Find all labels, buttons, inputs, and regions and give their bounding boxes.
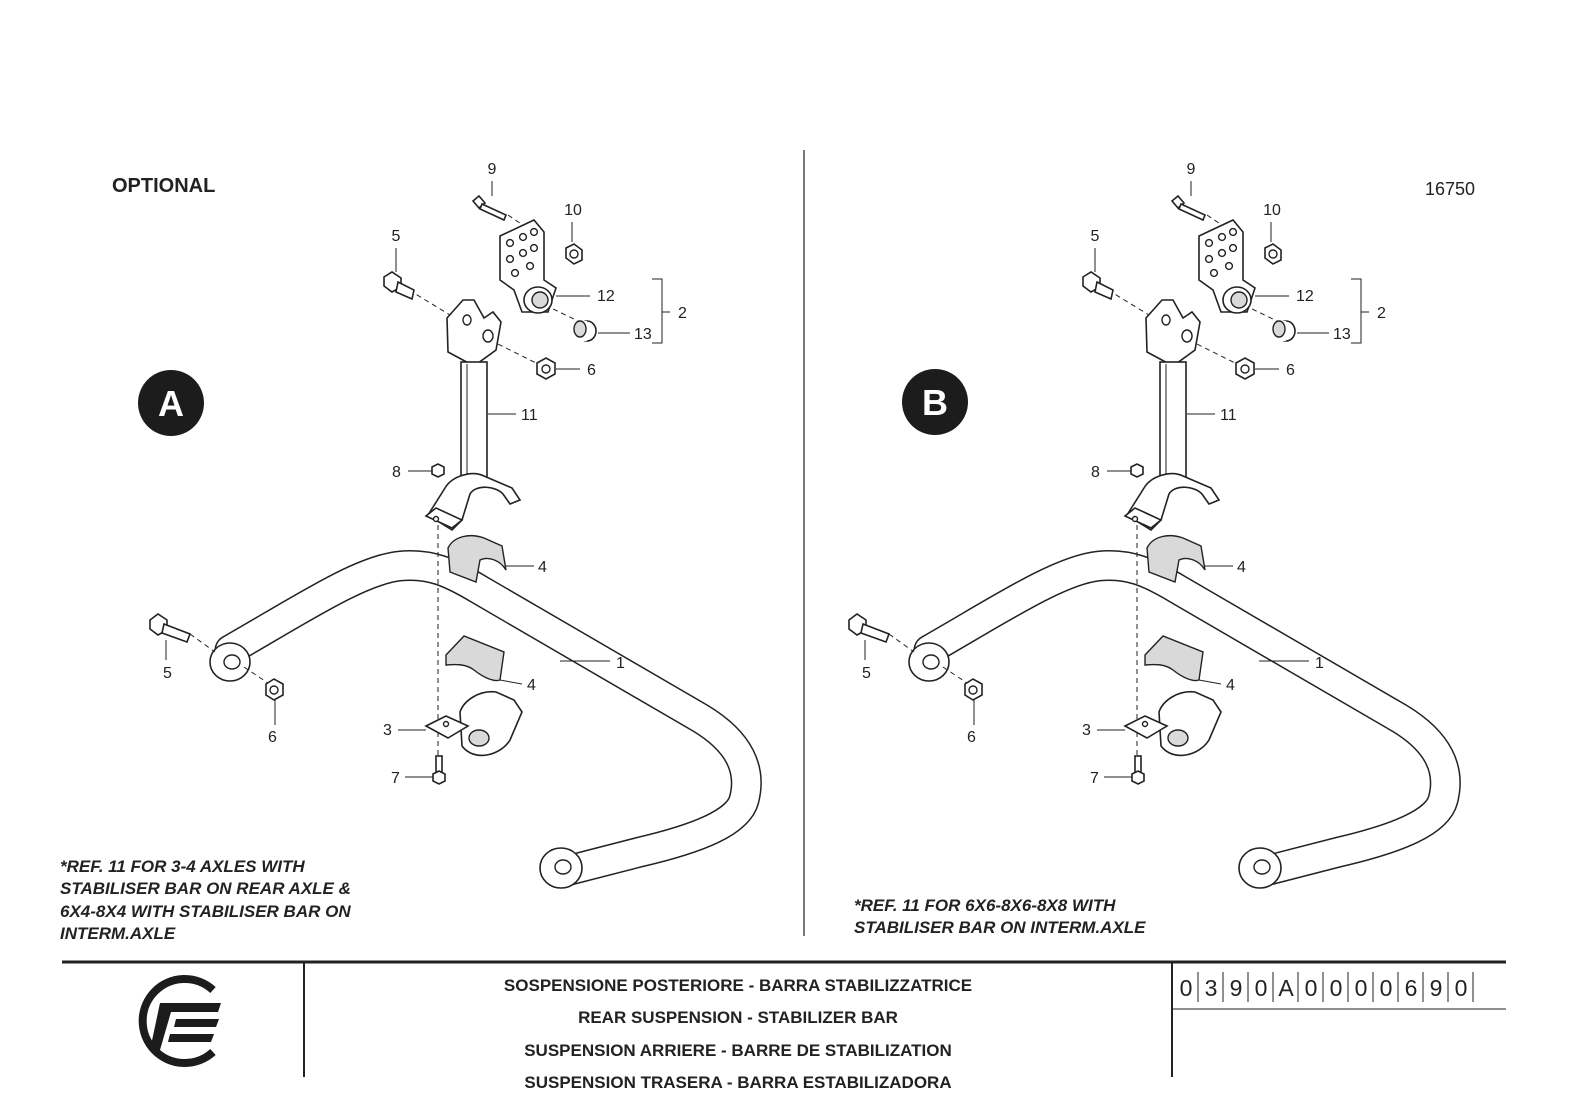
- callout-5-upper: 5: [1091, 228, 1100, 245]
- note-b: *REF. 11 FOR 6X6-8X6-8X8 WITH STABILISER…: [854, 896, 1146, 937]
- callout-10: 10: [564, 202, 582, 219]
- title-italian: SOSPENSIONE POSTERIORE - BARRA STABILIZZ…: [504, 976, 972, 995]
- callout-6-lower: 6: [967, 729, 976, 746]
- code-char: A: [1278, 975, 1294, 1001]
- callout-1: 1: [1315, 655, 1324, 672]
- view-b: B 9 10 5 12 2 13 6 11 8 4 5 1 4 6 3 7: [849, 161, 1445, 888]
- title-block: SOSPENSIONE POSTERIORE - BARRA STABILIZZ…: [62, 960, 1506, 1092]
- callout-6-upper: 6: [587, 362, 596, 379]
- badge-a-letter: A: [158, 383, 184, 424]
- callout-11: 11: [521, 407, 538, 424]
- part-code: 0 3 9 0 A 0 0 0 0 6 9 0: [1180, 972, 1474, 1002]
- badge-b: [902, 369, 968, 435]
- drawing-number: 16750: [1425, 179, 1475, 199]
- callout-12: 12: [1296, 288, 1314, 305]
- code-char: 6: [1405, 975, 1418, 1001]
- badge-a: [138, 370, 204, 436]
- code-char: 0: [1380, 975, 1393, 1001]
- code-char: 0: [1330, 975, 1343, 1001]
- callout-11: 11: [1220, 407, 1237, 424]
- callout-10: 10: [1263, 202, 1281, 219]
- callout-4-lower: 4: [1226, 677, 1235, 694]
- callout-5-lower: 5: [163, 665, 172, 682]
- code-char: 3: [1205, 975, 1218, 1001]
- title-spanish: SUSPENSION TRASERA - BARRA ESTABILIZADOR…: [524, 1073, 951, 1092]
- badge-b-letter: B: [922, 382, 948, 423]
- brand-logo: [138, 975, 221, 1067]
- callout-4-upper: 4: [1237, 559, 1246, 576]
- callout-9: 9: [488, 161, 497, 178]
- callout-13: 13: [1333, 326, 1351, 343]
- title-english: REAR SUSPENSION - STABILIZER BAR: [578, 1008, 898, 1027]
- callout-5-upper: 5: [392, 228, 401, 245]
- code-char: 0: [1180, 975, 1193, 1001]
- note-a: *REF. 11 FOR 3-4 AXLES WITH STABILISER B…: [60, 857, 356, 943]
- callout-3: 3: [383, 722, 392, 739]
- callout-7: 7: [1090, 770, 1099, 787]
- callout-12: 12: [597, 288, 615, 305]
- callout-9: 9: [1187, 161, 1196, 178]
- assembly-drawing-a: [150, 181, 746, 888]
- assembly-drawing-b: [849, 181, 1445, 888]
- callout-7: 7: [391, 770, 400, 787]
- callout-8: 8: [392, 464, 401, 481]
- callout-4-lower: 4: [527, 677, 536, 694]
- view-a: A 9 10 5 12 2 13 6 11 8 4 5 1 4 6 3 7 *R…: [60, 161, 746, 943]
- code-char: 0: [1355, 975, 1368, 1001]
- code-char: 0: [1455, 975, 1468, 1001]
- callout-8: 8: [1091, 464, 1100, 481]
- callout-2: 2: [1377, 305, 1386, 322]
- callout-5-lower: 5: [862, 665, 871, 682]
- title-french: SUSPENSION ARRIERE - BARRE DE STABILIZAT…: [524, 1041, 952, 1060]
- code-char: 9: [1430, 975, 1443, 1001]
- optional-label: OPTIONAL: [112, 175, 215, 197]
- callout-13: 13: [634, 326, 652, 343]
- callout-6-lower: 6: [268, 729, 277, 746]
- callout-1: 1: [616, 655, 625, 672]
- callout-2: 2: [678, 305, 687, 322]
- callout-3: 3: [1082, 722, 1091, 739]
- callout-4-upper: 4: [538, 559, 547, 576]
- callout-6-upper: 6: [1286, 362, 1295, 379]
- code-char: 0: [1305, 975, 1318, 1001]
- code-char: 9: [1230, 975, 1243, 1001]
- code-char: 0: [1255, 975, 1268, 1001]
